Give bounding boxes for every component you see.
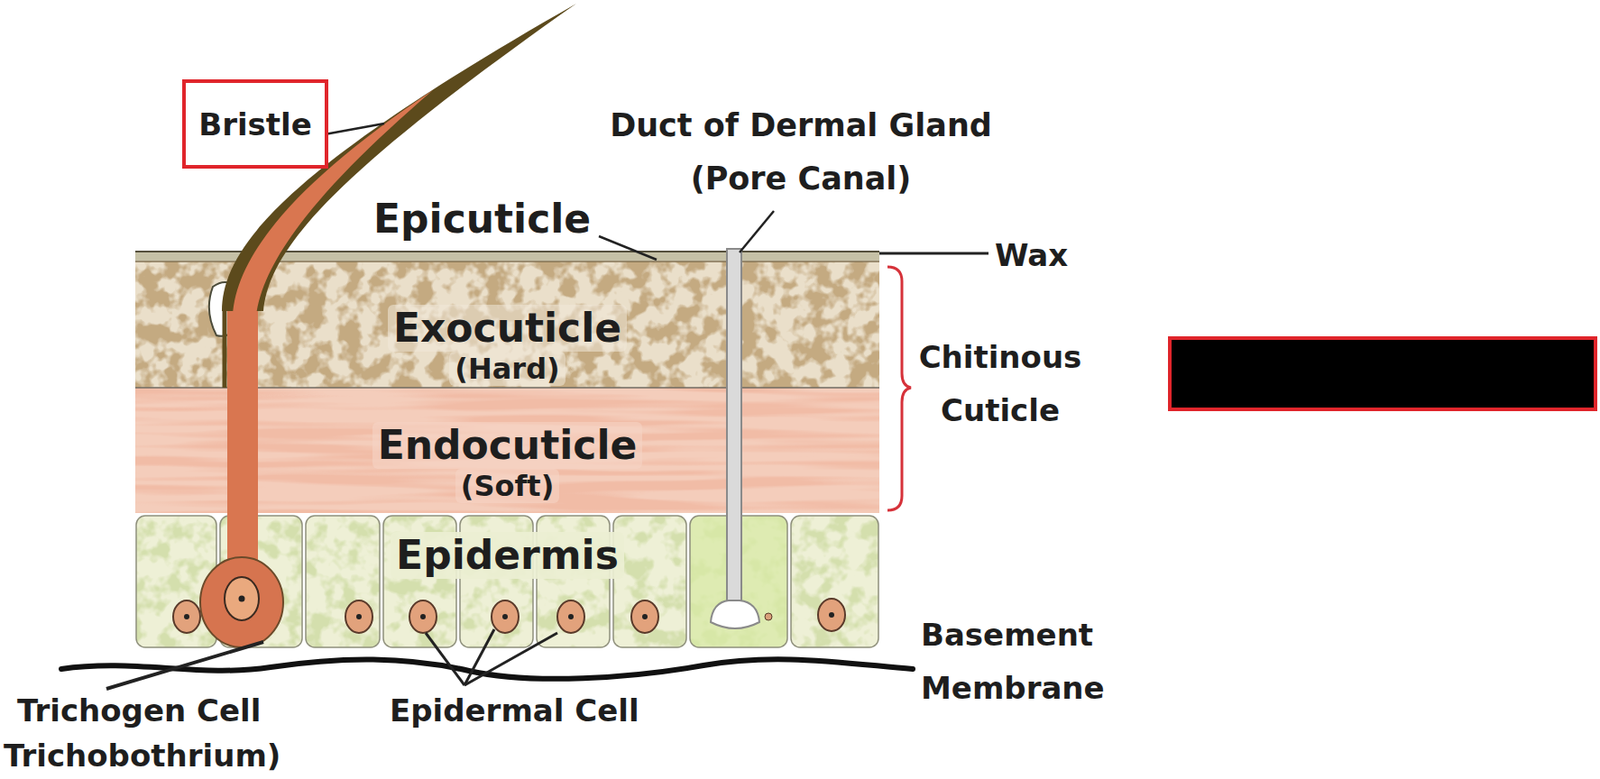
part-label: Basement Membrane <box>920 608 1138 716</box>
bristle-edge <box>222 311 228 388</box>
epidermal-cell <box>790 515 879 648</box>
nucleolus <box>420 614 426 620</box>
part-label: Trichobothrium) <box>3 737 281 774</box>
epidermis-layer: Epidermis <box>135 513 880 651</box>
nucleolus <box>502 614 508 620</box>
part-label: Trichogen Cell <box>17 690 261 731</box>
nucleolus <box>183 614 190 620</box>
duct-label: Duct of Dermal Gland (Pore Canal) <box>588 99 1013 206</box>
cuticle-bracket <box>887 266 911 511</box>
pore-canal <box>710 248 773 629</box>
trichogen-leader <box>106 642 264 690</box>
pore-canal-leader <box>739 211 774 253</box>
trichogen-cell <box>200 557 284 648</box>
wax-leader <box>879 252 989 256</box>
nucleus <box>345 600 373 634</box>
exocuticle-layer: Exocuticle(Hard) <box>135 261 880 388</box>
epidermal-cell-leader <box>425 633 465 686</box>
nucleus <box>557 600 585 634</box>
nucleus <box>631 600 659 634</box>
layer-name: Endocuticle <box>372 422 644 469</box>
layer-name: Bristle <box>198 105 313 144</box>
epidermal-cell <box>613 515 687 648</box>
nucleus <box>409 600 437 634</box>
nucleus <box>818 598 846 632</box>
leader-lines <box>106 123 989 690</box>
layer-note: (Hard) <box>449 351 565 387</box>
gland-nucleus <box>764 613 773 621</box>
layer-name: Epidermis <box>390 532 625 580</box>
duct-bulb <box>710 600 760 629</box>
nucleolus <box>568 614 574 620</box>
duct-tube <box>726 248 742 606</box>
nucleus <box>491 600 519 634</box>
nucleoli <box>183 612 835 620</box>
bracket-label: Chitinous Cuticle <box>901 331 1100 438</box>
nucleolus <box>828 612 835 618</box>
redaction-box <box>1169 338 1596 410</box>
epidermal-cell-leader <box>464 633 558 686</box>
nucleolus <box>642 614 648 620</box>
epidermal-cell <box>305 515 380 648</box>
nucleolus <box>356 614 362 620</box>
layer-label: Wax <box>994 236 1068 275</box>
nucleus <box>224 577 259 621</box>
nucleus <box>173 600 201 634</box>
layer-label: Epicuticle <box>373 195 591 243</box>
nuclei <box>173 598 846 634</box>
endocuticle-layer: Endocuticle(Soft) <box>135 387 880 514</box>
layer-name: Exocuticle <box>387 304 627 352</box>
basement-membrane <box>61 659 913 680</box>
part-label: Epidermal Cell <box>389 690 640 731</box>
bristle-label-box: Bristle <box>182 79 329 169</box>
bristle-leader <box>324 123 385 135</box>
nucleolus <box>239 596 246 603</box>
layer-note: (Soft) <box>455 468 561 504</box>
epicuticle-leader <box>598 236 657 260</box>
